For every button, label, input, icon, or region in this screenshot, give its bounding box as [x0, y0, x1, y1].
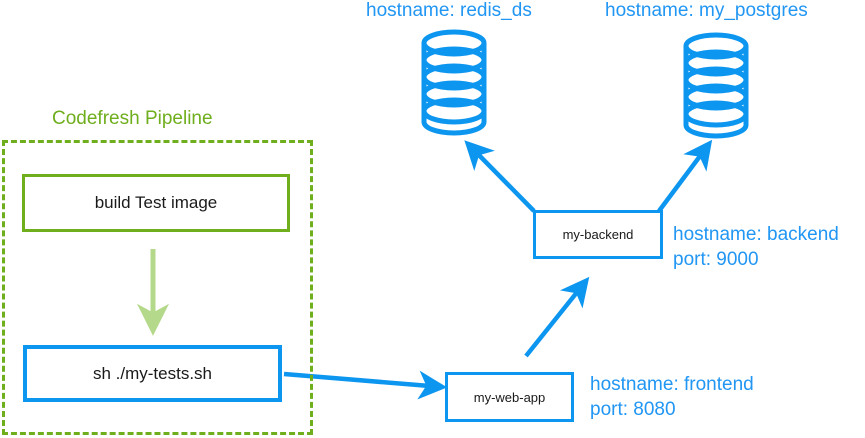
service-my-backend[interactable]: my-backend — [533, 210, 663, 259]
database-cylinder-icon[interactable] — [418, 27, 490, 139]
pipeline-step-tests[interactable]: sh ./my-tests.sh — [23, 345, 282, 402]
service-my-backend-port: port: 9000 — [673, 249, 759, 270]
datastore-redis-caption: hostname: redis_ds — [366, 0, 532, 21]
pipeline-step-tests-label: sh ./my-tests.sh — [92, 363, 213, 383]
connector-backend-to-postgres — [657, 139, 713, 213]
connector-backend-to-redis — [464, 140, 536, 213]
service-my-backend-caption: hostname: backend port: 9000 — [673, 222, 839, 272]
service-my-web-app[interactable]: my-web-app — [445, 372, 574, 422]
connector-webapp-to-backend — [524, 276, 590, 358]
database-cylinder-icon[interactable] — [680, 30, 752, 142]
datastore-postgres-caption: hostname: my_postgres — [605, 0, 808, 21]
pipeline-step-build[interactable]: build Test image — [22, 174, 290, 232]
service-my-backend-hostname: hostname: backend — [673, 224, 839, 245]
service-my-web-app-hostname: hostname: frontend — [590, 374, 754, 395]
pipeline-container — [2, 140, 313, 435]
service-my-web-app-caption: hostname: frontend port: 8080 — [590, 372, 754, 422]
service-my-web-app-port: port: 8080 — [590, 399, 676, 420]
service-my-backend-label: my-backend — [562, 227, 634, 242]
pipeline-step-build-label: build Test image — [94, 193, 218, 212]
service-my-web-app-label: my-web-app — [473, 389, 546, 405]
pipeline-title: Codefresh Pipeline — [52, 108, 213, 129]
